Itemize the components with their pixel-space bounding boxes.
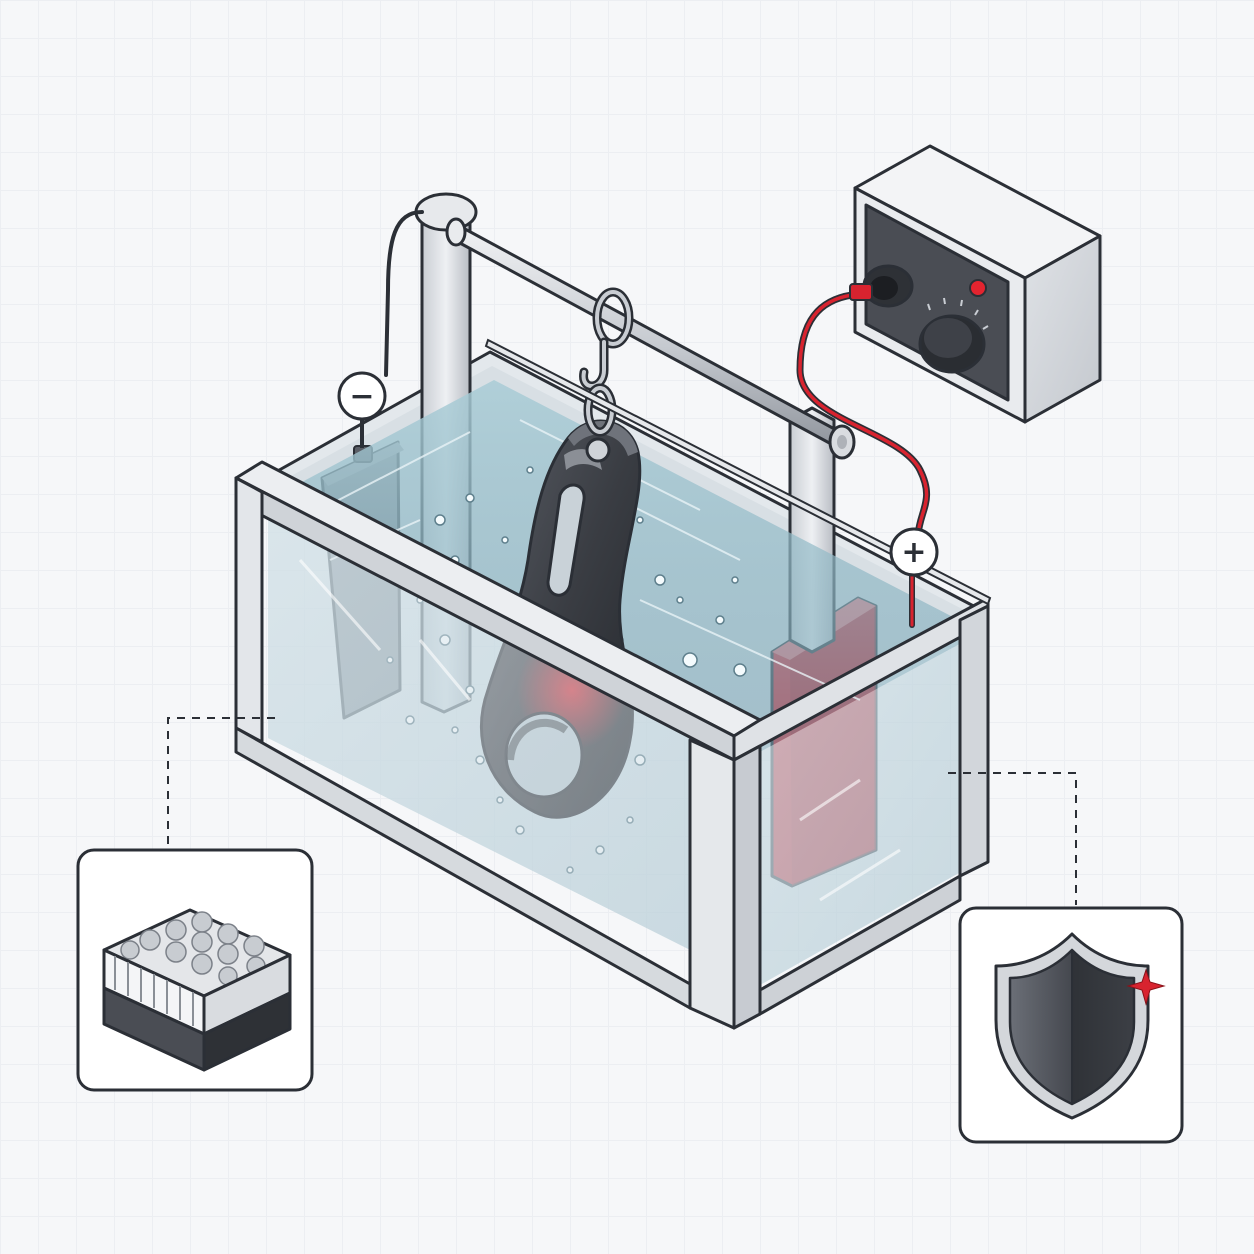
minus-circle-icon: − <box>337 371 387 421</box>
anode-wire <box>796 291 931 628</box>
plus-circle-icon: + <box>889 527 939 577</box>
negative-symbol: − <box>349 379 374 414</box>
cathode-wire <box>360 210 424 448</box>
callout-leader-left <box>167 717 275 850</box>
corrosion-protection-inset <box>958 906 1184 1144</box>
sparkle-icon <box>1126 968 1166 1006</box>
power-supply-unit <box>849 144 1102 424</box>
tank-front-frame <box>234 338 992 1030</box>
callout-leader-right <box>948 772 1077 905</box>
indicator-light <box>969 279 987 297</box>
hanger-rod <box>445 217 856 460</box>
shield-icon <box>994 932 1150 1120</box>
control-knob <box>918 297 989 374</box>
coating-layer-inset <box>76 848 314 1092</box>
positive-symbol: + <box>901 535 926 570</box>
output-terminal <box>849 264 914 308</box>
layered-coating-block-icon <box>102 908 292 1072</box>
